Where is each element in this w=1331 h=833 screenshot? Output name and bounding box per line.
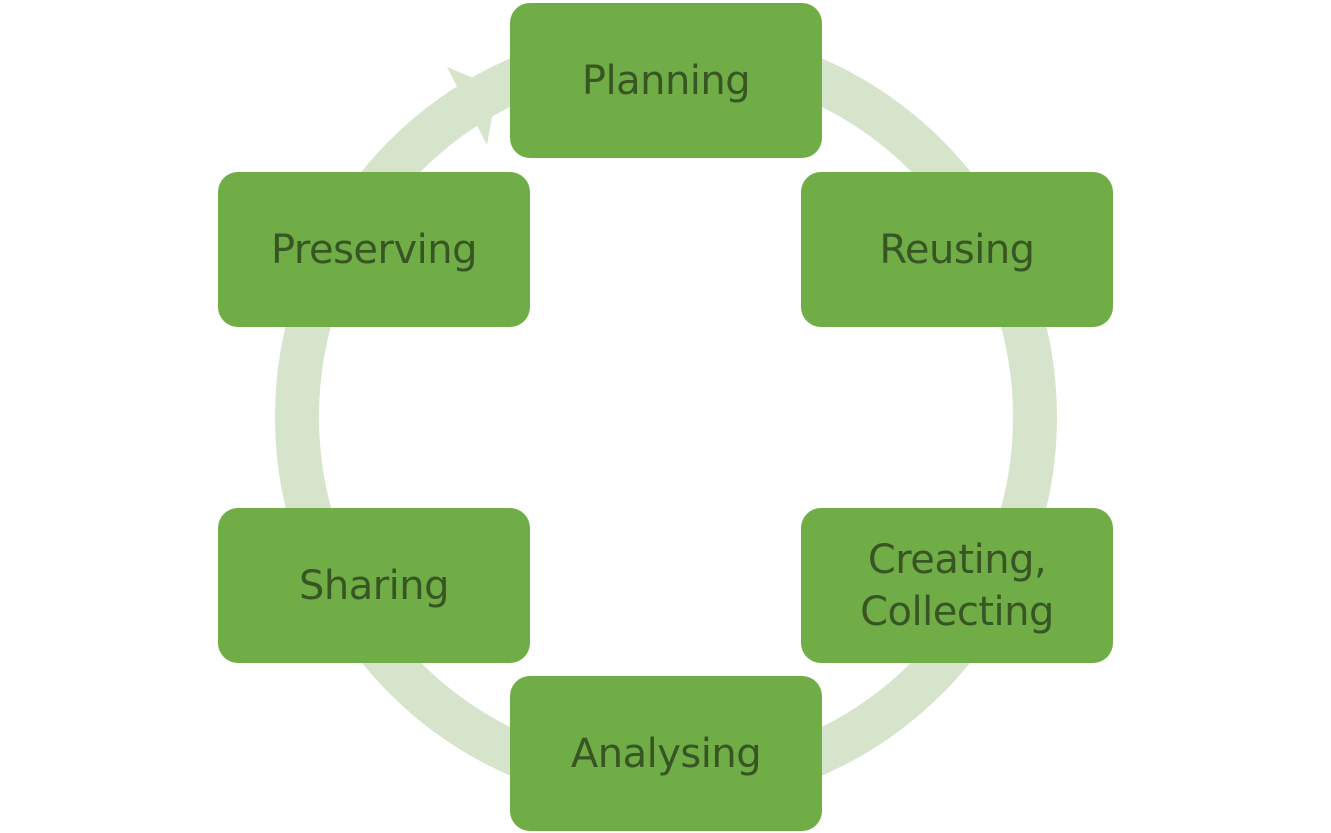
stage-analysing: Analysing	[510, 676, 822, 831]
stage-preserving: Preserving	[218, 172, 530, 327]
stage-sharing: Sharing	[218, 508, 530, 663]
cycle-arrowhead	[447, 67, 497, 145]
stage-planning: Planning	[510, 3, 822, 158]
stage-label: Creating, Collecting	[860, 536, 1054, 635]
stage-label: Sharing	[298, 562, 450, 609]
stage-label: Reusing	[879, 226, 1035, 273]
stage-label: Analysing	[570, 730, 762, 777]
stage-reusing: Reusing	[801, 172, 1113, 327]
stage-label: Planning	[581, 57, 751, 104]
stage-label: Preserving	[270, 226, 478, 273]
stage-creating-collecting: Creating, Collecting	[801, 508, 1113, 663]
